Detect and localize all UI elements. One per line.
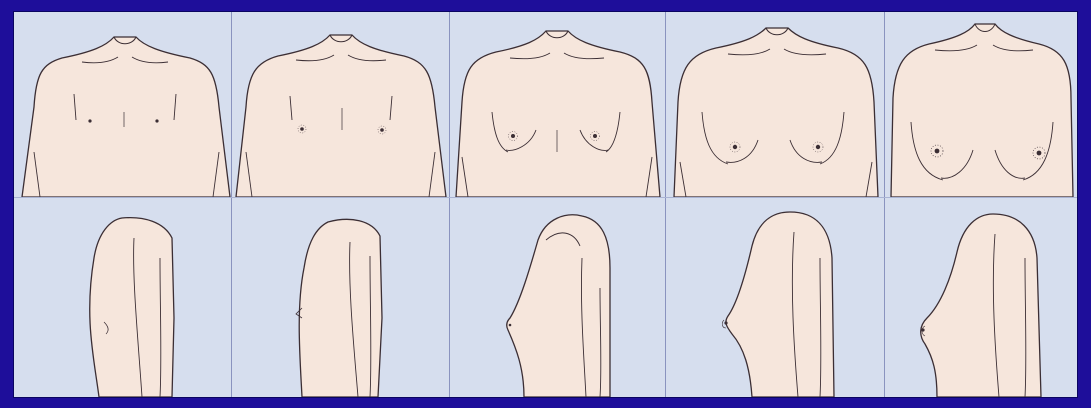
stage-4-side-view bbox=[666, 198, 884, 397]
column-divider bbox=[665, 12, 666, 397]
stage-2-side-view bbox=[232, 198, 449, 397]
column-divider bbox=[231, 12, 232, 397]
stage-3-side-view bbox=[450, 198, 665, 397]
stage-4-front-view bbox=[666, 12, 884, 197]
stage-3-front-view bbox=[450, 12, 665, 197]
row-divider bbox=[14, 197, 1077, 198]
stage-5-front-view bbox=[885, 12, 1077, 197]
stage-5-side-view bbox=[885, 198, 1077, 397]
figure-frame bbox=[14, 12, 1077, 397]
column-divider bbox=[449, 12, 450, 397]
stage-2-front-view bbox=[232, 12, 449, 197]
column-divider bbox=[884, 12, 885, 397]
stage-1-front-view bbox=[14, 12, 231, 197]
stage-1-side-view bbox=[14, 198, 231, 397]
